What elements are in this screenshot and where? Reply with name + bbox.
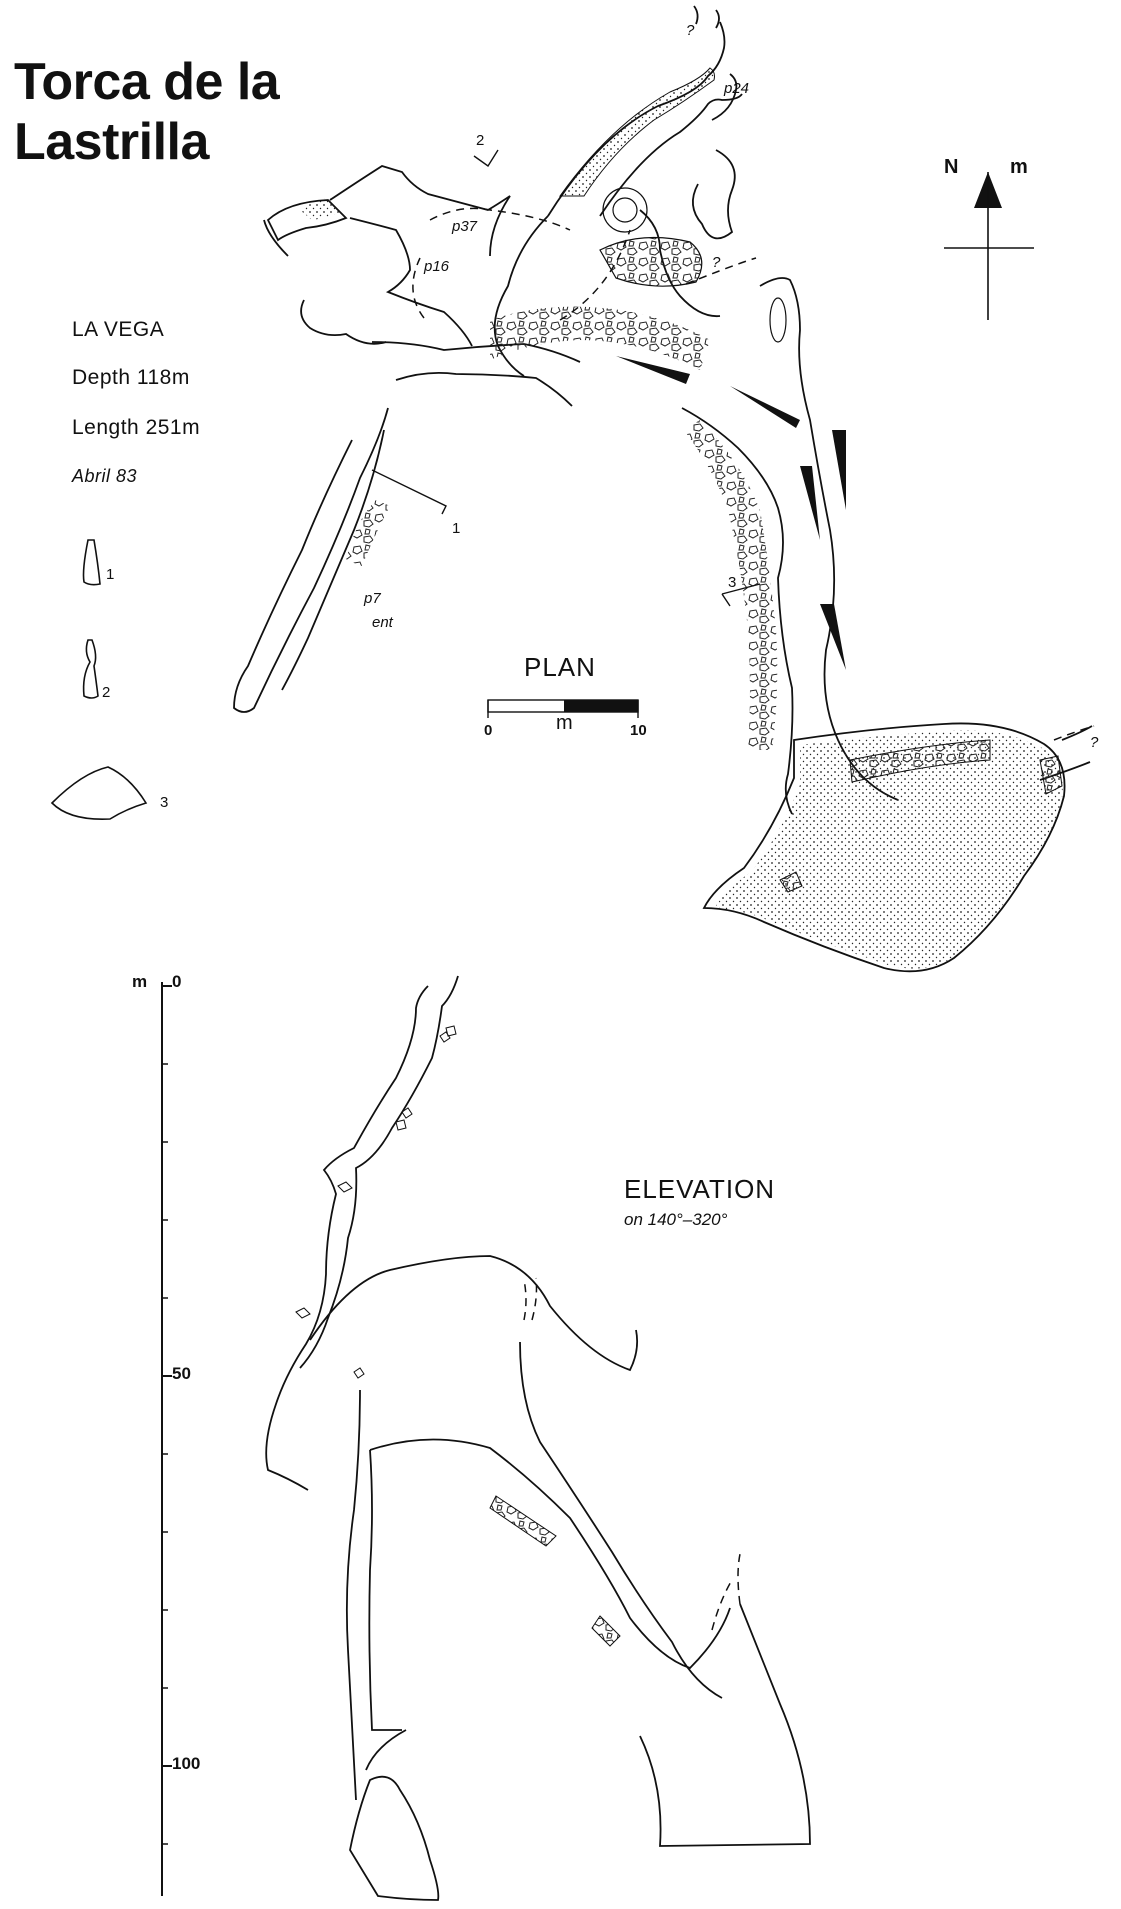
label-unknown-north: ? <box>686 22 695 39</box>
scale-end-label: 10 <box>630 722 647 739</box>
elevation-bearing: on 140°–320° <box>624 1210 728 1229</box>
label-section-1-plan: 1 <box>452 520 461 537</box>
label-section-3: 3 <box>160 794 169 811</box>
scale-unit-label: m <box>556 712 573 734</box>
section-profile-2 <box>82 639 99 699</box>
label-p7: p7 <box>364 590 381 607</box>
section-profile-1 <box>82 539 101 586</box>
scale-bar <box>487 699 639 718</box>
label-section-2: 2 <box>102 684 111 701</box>
axis-tick-0: 0 <box>172 972 182 991</box>
date-label: Abril 83 <box>72 466 138 486</box>
label-p16: p16 <box>424 258 450 275</box>
plan-dashed-lines <box>412 207 1095 741</box>
elevation-heading: ELEVATION <box>624 1174 776 1204</box>
depth-label: Depth 118m <box>72 366 190 389</box>
region-label: LA VEGA <box>72 318 165 341</box>
title-line-1: Torca de la <box>14 53 280 111</box>
plan-heading: PLAN <box>524 652 596 682</box>
elevation-dashed-lines <box>523 1277 741 1631</box>
elevation-minor-ticks <box>162 1063 168 1845</box>
label-p24: p24 <box>724 80 750 97</box>
label-unknown-central: ? <box>712 254 721 271</box>
elevation-cave-profile <box>265 975 811 1901</box>
axis-tick-50: 50 <box>172 1364 191 1383</box>
plan-section-markers <box>371 149 761 607</box>
label-section-3-plan: 3 <box>728 574 737 591</box>
title-line-2: Lastrilla <box>14 113 209 171</box>
scale-start-label: 0 <box>484 722 493 739</box>
label-entrance: ent <box>372 614 393 631</box>
plan-slope-arrows <box>616 356 846 670</box>
label-unknown-east: ? <box>1090 734 1099 751</box>
label-section-2-plan: 2 <box>476 132 485 149</box>
axis-tick-100: 100 <box>172 1754 201 1773</box>
label-section-1: 1 <box>106 566 115 583</box>
section-profile-3 <box>50 766 148 820</box>
elevation-depth-axis <box>161 982 172 1896</box>
survey-title: Torca de la Lastrilla <box>14 52 280 172</box>
north-letter: N <box>944 156 959 178</box>
plan-stippled-areas <box>300 67 1063 969</box>
elevation-boulders <box>295 1025 621 1647</box>
label-p37: p37 <box>452 218 478 235</box>
plan-boulder-fields <box>346 236 1063 893</box>
length-label: Length 251m <box>72 416 201 439</box>
north-arrow <box>944 172 1034 320</box>
north-unit: m <box>1010 156 1028 178</box>
axis-unit-label: m <box>132 972 148 991</box>
plan-pit-circles <box>602 187 787 343</box>
